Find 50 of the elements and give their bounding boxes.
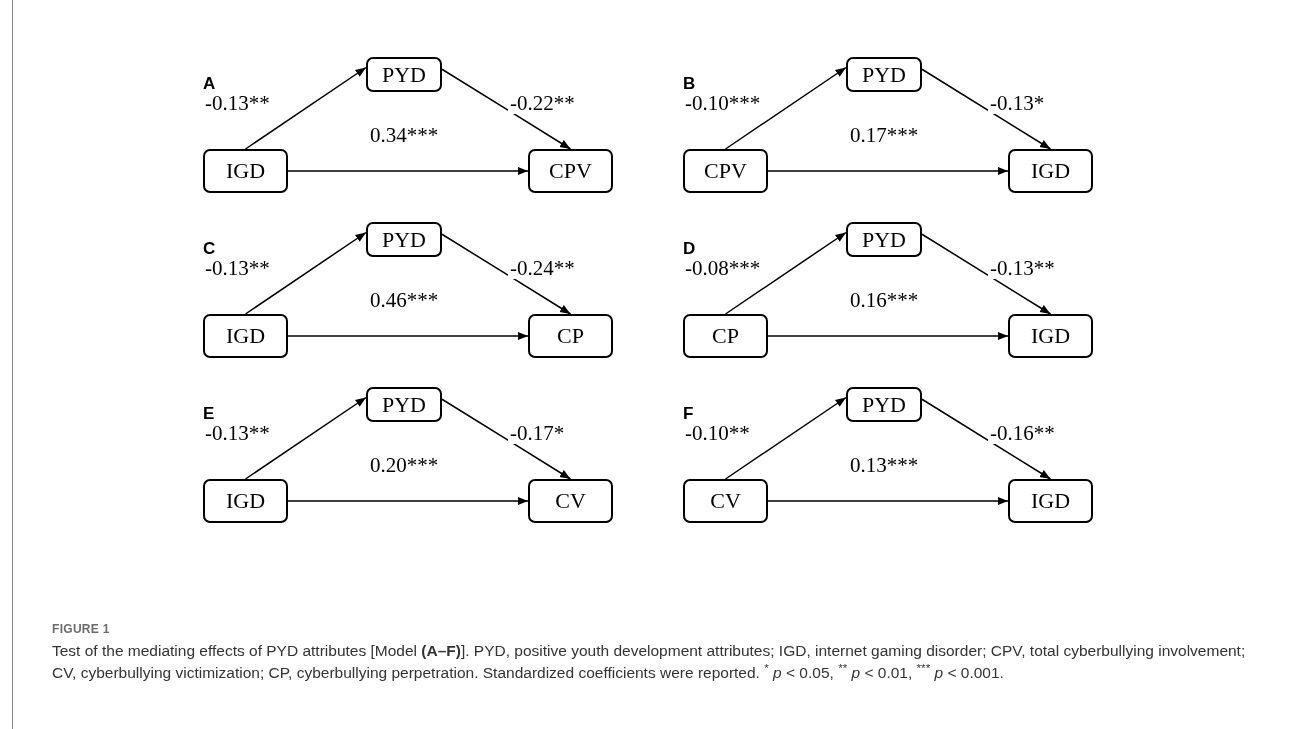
arrow: [244, 66, 367, 150]
arrow: [767, 496, 1009, 506]
variable-box: IGD: [203, 314, 288, 358]
variable-box: CP: [528, 314, 613, 358]
variable-box: PYD: [846, 387, 922, 422]
variable-box: IGD: [1008, 479, 1093, 523]
variable-box: PYD: [846, 57, 922, 92]
panel-letter: F: [683, 405, 694, 422]
arrow: [724, 66, 847, 150]
panel-letter: A: [203, 75, 216, 92]
figure-caption: Test of the mediating effects of PYD attributes [Model (A–F)]. PYD, positive youth development attributes; IGD, internet gaming disorder; CPV, total cyberbullying involvement; CV, cyberbullying victimization; CP, cyberbullying perpetration. Standardized coefficients were reported. $^{*}$ p < 0.05, $^{**}$ p < 0.01, $^{***}$ p < 0.001.: [52, 641, 1247, 683]
variable-box: CV: [528, 479, 613, 523]
edge-label: -0.17*: [508, 423, 567, 444]
panel-letter: D: [683, 240, 696, 257]
arrow: [767, 166, 1009, 176]
variable-box: CPV: [528, 149, 613, 193]
edge-label: -0.22**: [508, 93, 577, 114]
variable-box: PYD: [366, 57, 442, 92]
arrow: [441, 233, 572, 315]
arrow: [287, 496, 529, 506]
variable-box: PYD: [846, 222, 922, 257]
edge-label: -0.13*: [988, 93, 1047, 114]
variable-box: IGD: [203, 149, 288, 193]
arrow: [921, 398, 1052, 480]
panel-letter: E: [203, 405, 215, 422]
arrow: [441, 68, 572, 150]
panel-letter: C: [203, 240, 216, 257]
edge-label: -0.13**: [988, 258, 1057, 279]
arrow: [767, 331, 1009, 341]
arrow: [244, 396, 367, 480]
arrow: [441, 398, 572, 480]
arrow: [287, 166, 529, 176]
arrow: [921, 68, 1052, 150]
variable-box: IGD: [1008, 314, 1093, 358]
edge-label: -0.24**: [508, 258, 577, 279]
panel-letter: B: [683, 75, 696, 92]
arrow: [921, 233, 1052, 315]
variable-box: CPV: [683, 149, 768, 193]
variable-box: CV: [683, 479, 768, 523]
variable-box: IGD: [203, 479, 288, 523]
arrow: [724, 231, 847, 315]
arrow: [244, 231, 367, 315]
variable-box: PYD: [366, 222, 442, 257]
edge-label: -0.16**: [988, 423, 1057, 444]
variable-box: CP: [683, 314, 768, 358]
variable-box: PYD: [366, 387, 442, 422]
variable-box: IGD: [1008, 149, 1093, 193]
arrow: [724, 396, 847, 480]
figure-title: FIGURE 1: [52, 621, 110, 638]
arrow: [287, 331, 529, 341]
